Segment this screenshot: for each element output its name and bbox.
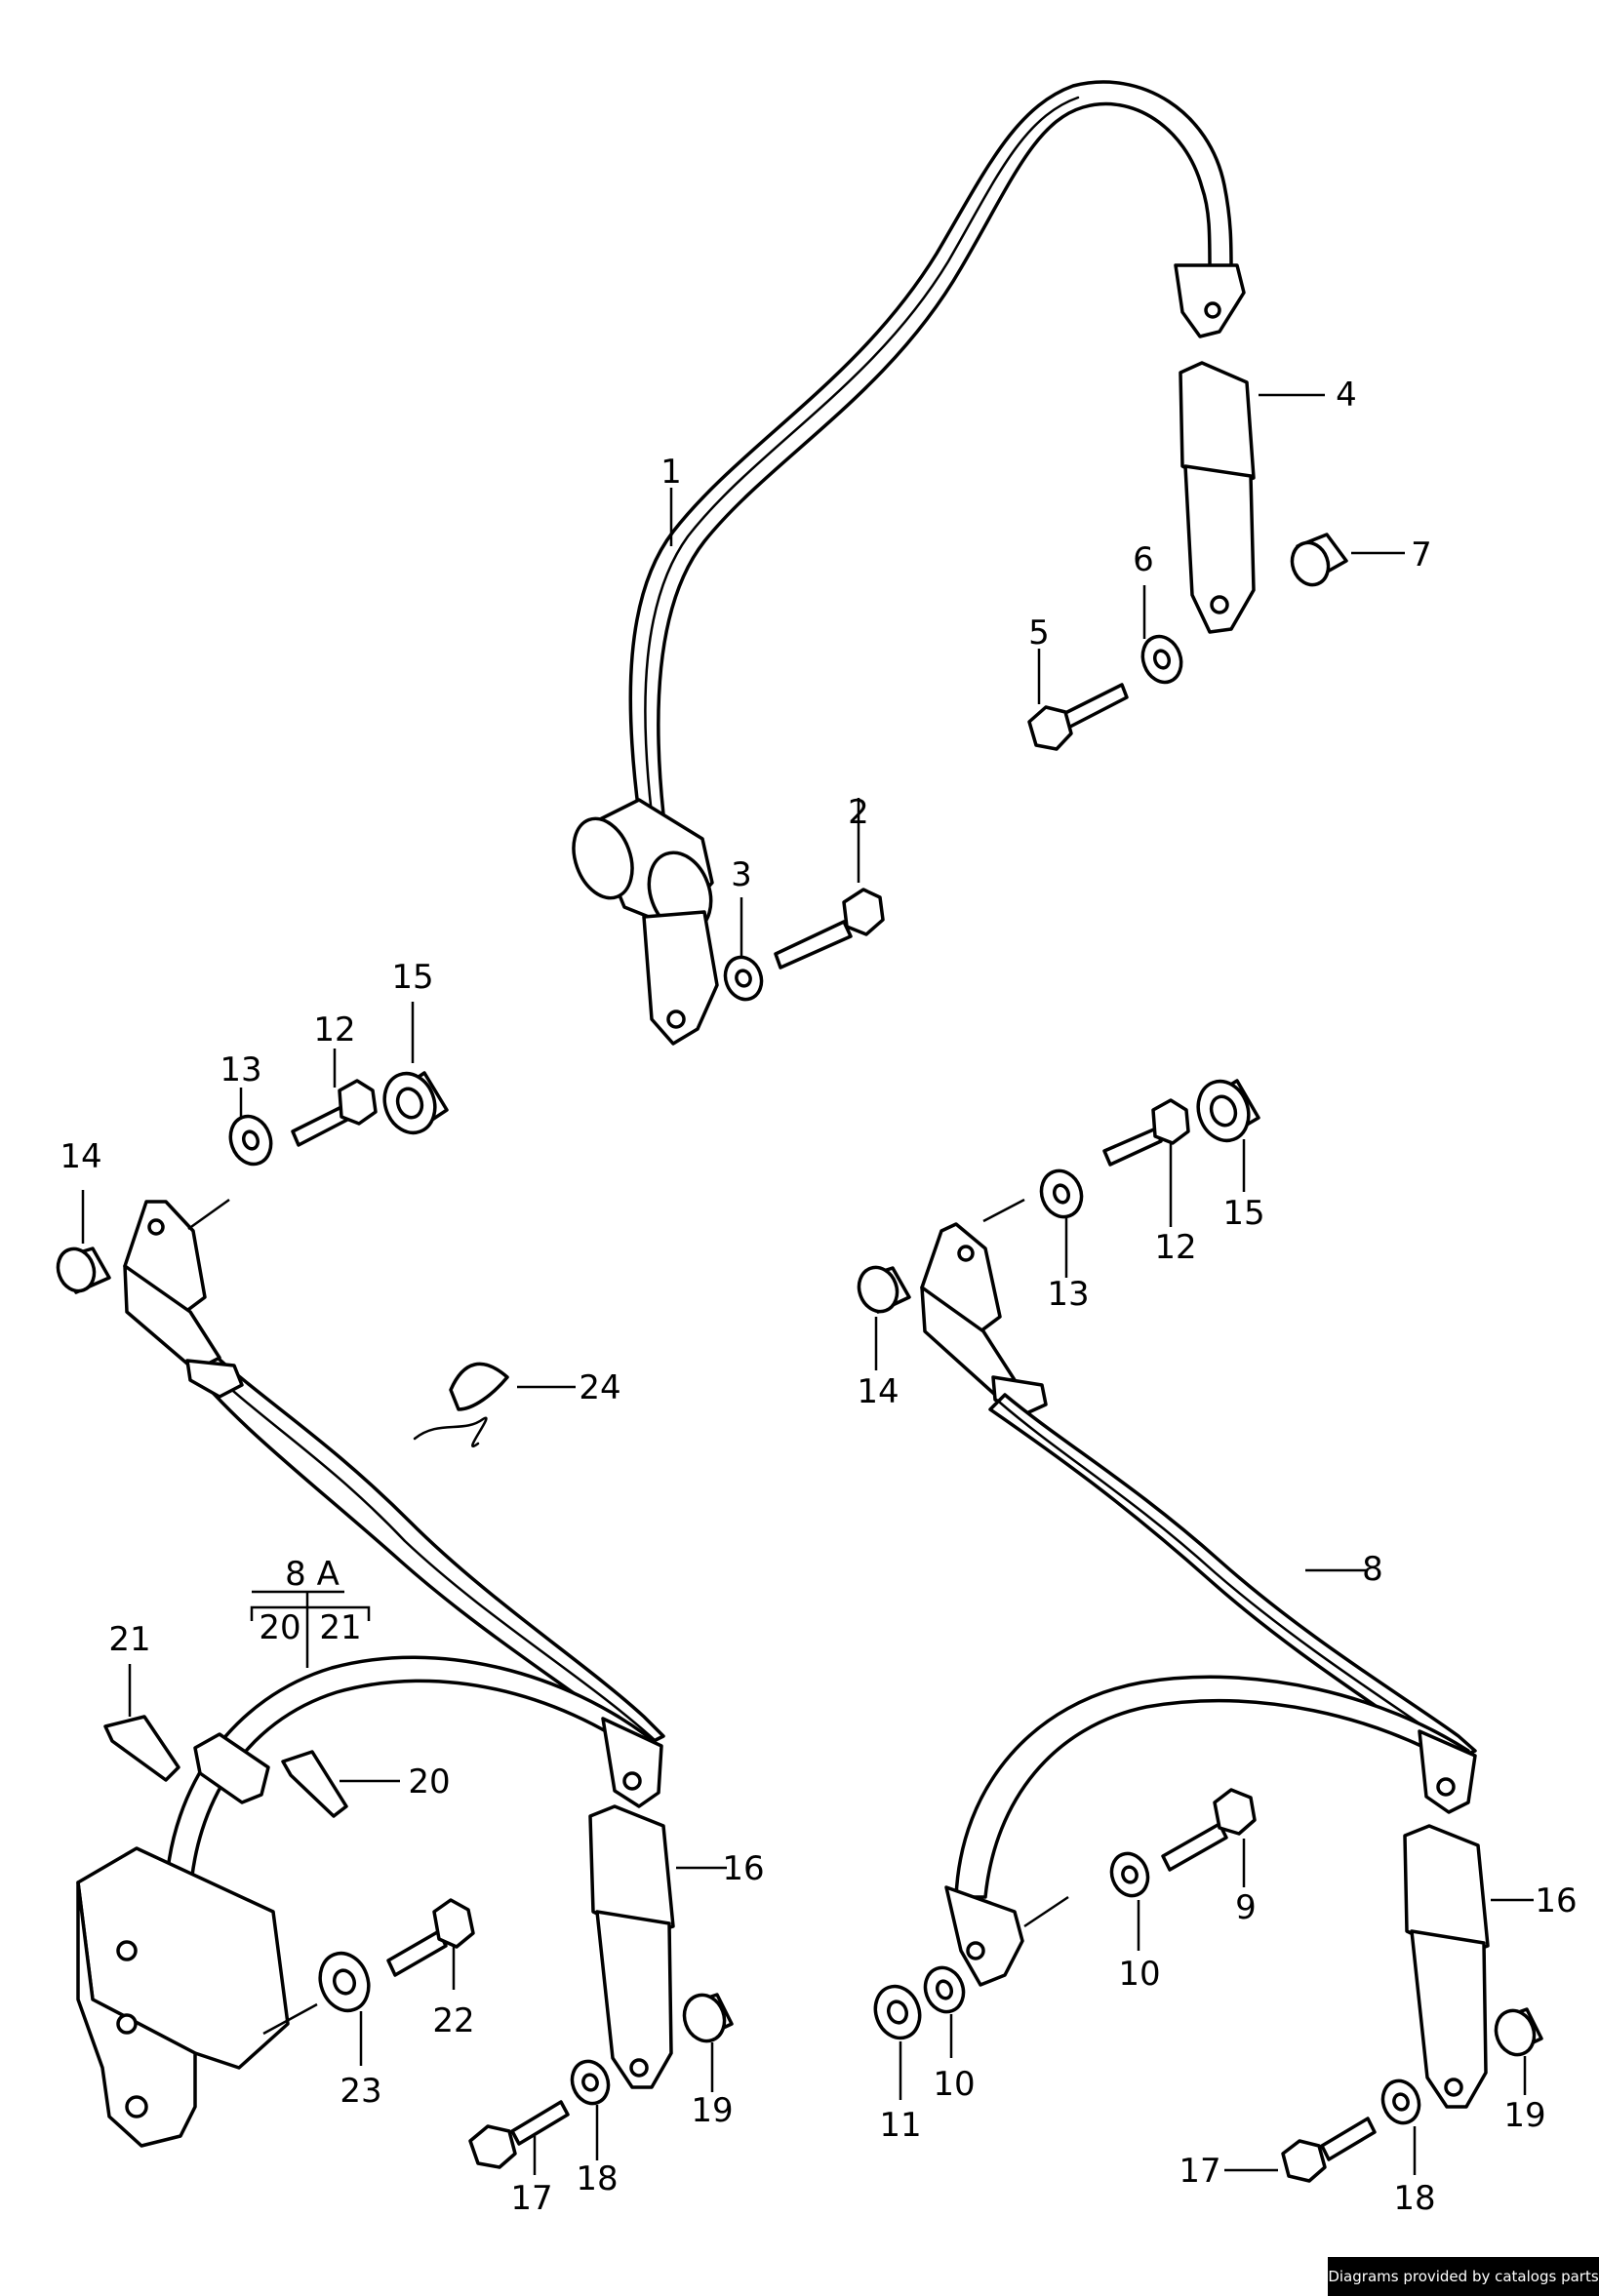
label-part-13b: 13 <box>1047 1275 1089 1314</box>
part-17-bolt-left <box>468 2100 570 2169</box>
callout-labels: 1 2 3 4 5 6 7 8 8 A 20 21 9 10 10 11 12 … <box>60 376 1577 2218</box>
label-part-19a: 19 <box>691 2091 733 2130</box>
label-part-17a: 17 <box>510 2179 552 2218</box>
label-part-15b: 15 <box>1222 1194 1264 1233</box>
front-belt-retractor <box>572 798 719 1046</box>
part-16-buckle-right <box>1403 1824 1490 2109</box>
label-part-11: 11 <box>879 2106 921 2145</box>
part-15-bushing-left <box>382 1071 449 1135</box>
label-part-1: 1 <box>660 453 682 492</box>
label-part-8a-21: 21 <box>319 1608 361 1647</box>
part-17-bolt-right <box>1281 2117 1377 2183</box>
part-12-bolt-left <box>291 1079 378 1147</box>
part-18-washer-right <box>1380 2078 1421 2125</box>
part-19-bushing-left <box>682 1993 734 2043</box>
label-part-13a: 13 <box>220 1050 261 1089</box>
rear-right-belt-strap <box>988 1393 1477 1762</box>
part-4-buckle <box>1179 361 1256 634</box>
label-part-15a: 15 <box>391 958 433 997</box>
label-part-19b: 19 <box>1503 2096 1545 2135</box>
part-15-bushing-right <box>1196 1079 1260 1143</box>
part-18-washer-left <box>570 2059 611 2106</box>
label-part-8: 8 <box>1362 1550 1383 1589</box>
front-belt-assembly <box>572 80 1246 1046</box>
label-part-21: 21 <box>108 1620 150 1659</box>
label-part-12a: 12 <box>313 1010 355 1049</box>
part-22-bolt <box>386 1898 475 1977</box>
part-12-bolt-right <box>1102 1098 1190 1167</box>
part-24-tie <box>413 1362 509 1447</box>
part-14-bushing-left <box>56 1247 111 1294</box>
front-belt-upper-anchor <box>1174 263 1246 338</box>
label-part-23: 23 <box>340 2072 381 2111</box>
strap-clip <box>193 1732 270 1804</box>
diagram-credit: Diagrams provided by catalogs parts <box>1328 2257 1599 2296</box>
part-14-bushing-right <box>857 1265 911 1314</box>
part-16-buckle-left <box>588 1804 675 2089</box>
label-part-5: 5 <box>1028 614 1050 653</box>
part-23-washer <box>318 1951 371 2013</box>
label-part-9: 9 <box>1235 1888 1257 1927</box>
label-part-14a: 14 <box>60 1137 101 1176</box>
clip-20 <box>281 1750 348 1818</box>
part-2-bolt <box>774 888 885 970</box>
label-part-4: 4 <box>1336 376 1357 415</box>
label-part-2: 2 <box>848 793 869 832</box>
label-part-16b: 16 <box>1535 1881 1577 1920</box>
label-part-3: 3 <box>731 855 752 894</box>
part-9-bolt <box>1161 1788 1257 1872</box>
rear-right-belt-assembly <box>920 1222 1477 1987</box>
part-11-washer <box>873 1984 922 2040</box>
part-13-washer-right <box>1039 1168 1084 1219</box>
leader-lines <box>81 393 1534 2175</box>
part-13-washer-left <box>228 1114 273 1167</box>
label-part-8a: 8 A <box>285 1555 340 1594</box>
part-5-bolt <box>1027 683 1129 751</box>
clip-21 <box>103 1715 180 1782</box>
label-part-14b: 14 <box>857 1372 899 1411</box>
label-part-10a: 10 <box>1118 1955 1160 1994</box>
rear-left-belt-assembly <box>76 1200 665 2148</box>
part-19-bushing-right <box>1494 2007 1543 2057</box>
rear-left-retractor <box>76 1846 290 2148</box>
label-part-8a-20: 20 <box>259 1608 300 1647</box>
part-10-washer-upper <box>1109 1851 1150 1898</box>
part-3-washer <box>723 955 764 1002</box>
label-part-18a: 18 <box>576 2159 618 2198</box>
part-6-washer <box>1140 634 1183 685</box>
label-part-18b: 18 <box>1393 2179 1435 2218</box>
label-part-20: 20 <box>408 1762 450 1801</box>
part-7-bushing <box>1290 533 1348 587</box>
part-10-washer-lower <box>923 1965 966 2014</box>
label-part-17b: 17 <box>1179 2152 1220 2191</box>
label-part-7: 7 <box>1411 535 1432 574</box>
label-part-24: 24 <box>579 1368 620 1407</box>
front-belt-strap <box>628 80 1233 816</box>
label-part-10b: 10 <box>933 2065 975 2104</box>
label-part-12b: 12 <box>1154 1228 1196 1267</box>
label-part-16a: 16 <box>722 1849 764 1888</box>
label-part-22: 22 <box>432 2001 474 2040</box>
rear-right-lower-strap <box>954 1675 1470 1899</box>
label-part-6: 6 <box>1133 540 1154 579</box>
